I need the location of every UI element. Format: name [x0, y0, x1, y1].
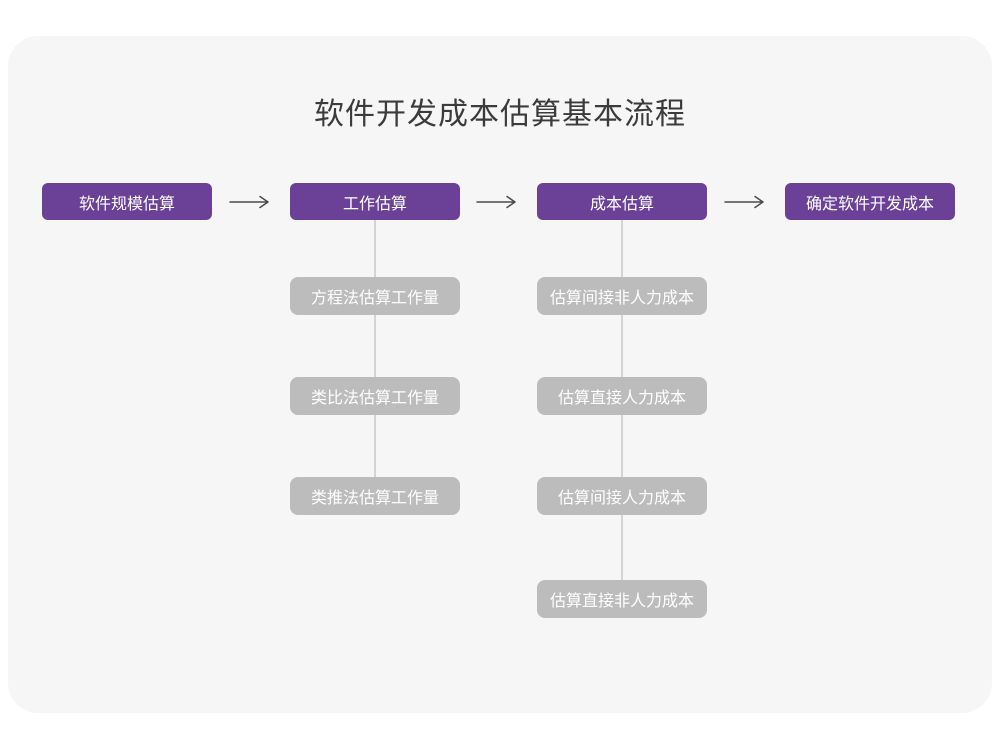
step-determine-software-dev-cost: 确定软件开发成本 — [785, 183, 955, 220]
substep-indirect-labor-cost: 估算间接人力成本 — [537, 477, 707, 515]
substep-label: 类比法估算工作量 — [310, 390, 439, 407]
substep-label: 类推法估算工作量 — [310, 490, 439, 507]
step-label: 确定软件开发成本 — [805, 195, 934, 213]
step-label: 成本估算 — [589, 195, 654, 213]
substep-label: 估算间接人力成本 — [557, 490, 686, 507]
substep-analogy-method-workload: 类比法估算工作量 — [290, 377, 460, 415]
substep-indirect-non-labor-cost: 估算间接非人力成本 — [537, 277, 707, 315]
step-software-scale-estimation: 软件规模估算 — [42, 183, 212, 220]
flowchart-card — [8, 36, 992, 713]
substep-direct-labor-cost: 估算直接人力成本 — [537, 377, 707, 415]
arrow-right-icon — [724, 195, 764, 209]
arrow-right-icon — [476, 195, 516, 209]
substep-label: 估算间接非人力成本 — [549, 290, 694, 307]
substep-label: 估算直接非人力成本 — [549, 593, 694, 610]
substep-label: 估算直接人力成本 — [557, 390, 686, 407]
page-title: 软件开发成本估算基本流程 — [314, 98, 686, 131]
step-cost-estimation: 成本估算 — [537, 183, 707, 220]
connector-line-work-column — [374, 220, 376, 496]
step-label: 工作估算 — [342, 195, 407, 213]
substep-equation-method-workload: 方程法估算工作量 — [290, 277, 460, 315]
substep-extrapolation-method-workload: 类推法估算工作量 — [290, 477, 460, 515]
step-label: 软件规模估算 — [78, 195, 175, 213]
substep-label: 方程法估算工作量 — [310, 290, 439, 307]
step-work-estimation: 工作估算 — [290, 183, 460, 220]
arrow-right-icon — [229, 195, 269, 209]
substep-direct-non-labor-cost: 估算直接非人力成本 — [537, 580, 707, 618]
